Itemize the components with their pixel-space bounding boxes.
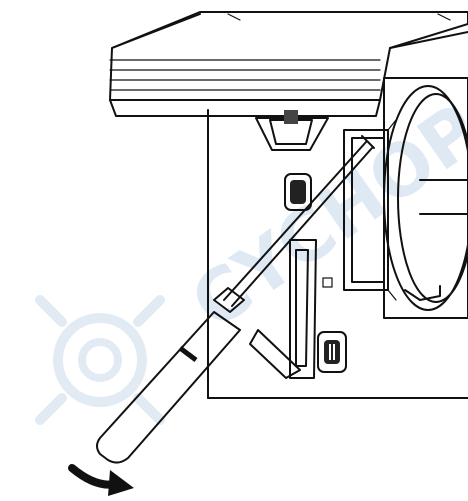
gear-wrench-logo-icon bbox=[35, 295, 165, 425]
square-button bbox=[284, 173, 312, 211]
curved-arrow-icon bbox=[68, 464, 134, 496]
small-indicator bbox=[322, 277, 333, 288]
side-slot bbox=[289, 239, 317, 379]
bottom-connector bbox=[317, 331, 347, 373]
watermark-text: CYCHOP bbox=[176, 88, 468, 346]
wedge-bracket bbox=[249, 329, 301, 379]
flathead-screwdriver-icon bbox=[96, 135, 375, 464]
panel-frame bbox=[343, 119, 397, 301]
top-cover bbox=[109, 11, 468, 117]
wall-housing bbox=[207, 109, 468, 399]
top-connector bbox=[255, 110, 329, 151]
